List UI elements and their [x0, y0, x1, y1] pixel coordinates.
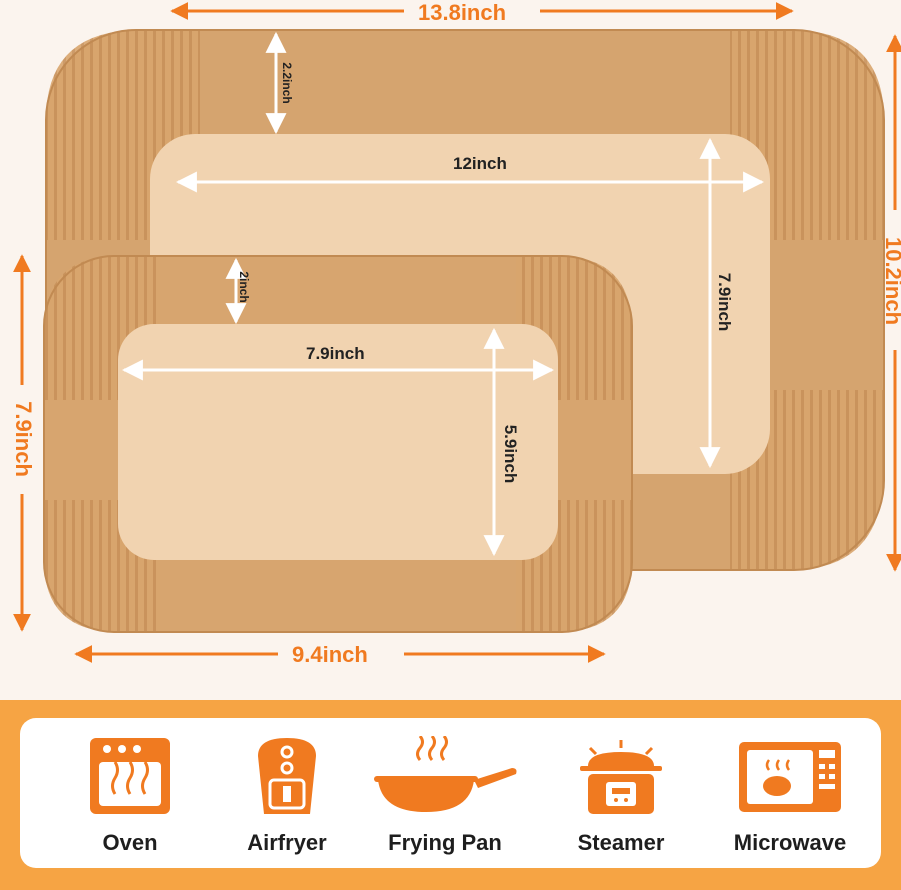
small-rim-depth-label: 2inch	[237, 271, 251, 303]
use-frying-pan: Frying Pan	[370, 736, 520, 866]
large-outer-height-label: 10.2inch	[881, 236, 901, 326]
large-inner-width-label: 12inch	[453, 154, 507, 173]
small-inner-height-label: 5.9inch	[501, 424, 520, 484]
large-rim-depth-label: 2.2inch	[280, 62, 294, 104]
oven-icon	[90, 738, 170, 814]
small-outer-height-label: 7.9inch	[11, 401, 36, 477]
product-diagram: 13.8inch 9.4inch 7.9inch 10.2inch 12inch…	[11, 0, 901, 667]
use-label: Airfryer	[247, 830, 327, 855]
airfryer-icon	[258, 738, 316, 814]
use-steamer: Steamer	[546, 736, 696, 866]
use-label: Oven	[102, 830, 158, 855]
small-inner-width-label: 7.9inch	[306, 344, 365, 363]
small-outer-width-label: 9.4inch	[292, 642, 368, 667]
small-liner	[43, 255, 633, 633]
use-airfryer: Airfryer	[212, 736, 362, 866]
steamer-icon	[580, 740, 662, 814]
use-microwave: Microwave	[715, 736, 865, 866]
usage-card: Oven Airfryer Frying Pan	[20, 718, 881, 868]
frying-pan-icon	[374, 736, 517, 812]
use-label: Microwave	[733, 830, 847, 855]
microwave-icon	[739, 742, 841, 812]
liners-illustration	[13, 2, 901, 663]
use-oven: Oven	[55, 736, 205, 866]
use-label: Steamer	[577, 830, 665, 855]
use-label: Frying Pan	[388, 830, 502, 855]
large-outer-width-label: 13.8inch	[418, 0, 507, 25]
large-inner-height-label: 7.9inch	[715, 272, 734, 332]
usage-panel: Oven Airfryer Frying Pan	[0, 700, 901, 890]
